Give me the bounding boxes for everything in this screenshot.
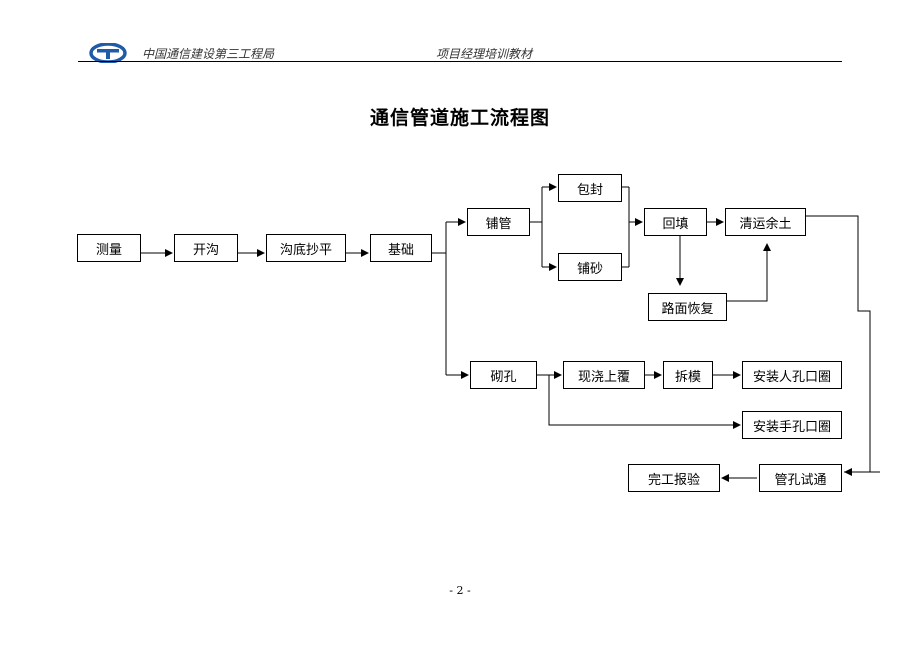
header-divider	[78, 61, 842, 62]
node-lumian: 路面恢复	[648, 293, 727, 321]
node-celiang: 测量	[77, 234, 141, 262]
node-baofeng: 包封	[558, 174, 622, 202]
node-xianjiao: 现浇上覆	[563, 361, 645, 389]
node-puguan: 铺管	[467, 208, 530, 236]
node-kaigou: 开沟	[174, 234, 238, 262]
node-qingyun: 清运余土	[725, 208, 806, 236]
node-renkong: 安装人孔口圈	[742, 361, 842, 389]
company-logo-icon	[89, 43, 127, 63]
node-jichu: 基础	[370, 234, 432, 262]
node-shoukong: 安装手孔口圈	[742, 411, 842, 439]
node-pusha: 铺砂	[558, 253, 622, 281]
node-qikong: 砌孔	[470, 361, 537, 389]
organization-name: 中国通信建设第三工程局	[142, 47, 275, 61]
node-chaimo: 拆模	[663, 361, 713, 389]
node-wangong: 完工报验	[628, 464, 720, 492]
node-guankong: 管孔试通	[759, 464, 842, 492]
page-number: - 2 -	[449, 584, 471, 597]
page-title: 通信管道施工流程图	[369, 107, 550, 129]
node-goudi: 沟底抄平	[266, 234, 346, 262]
node-huitian: 回填	[644, 208, 707, 236]
document-name: 项目经理培训教材	[436, 47, 533, 61]
